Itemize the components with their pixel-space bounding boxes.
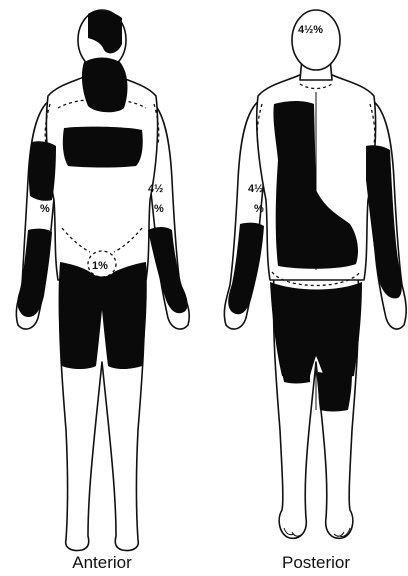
posterior-view-label: Posterior (282, 553, 350, 572)
anterior-beard-burn (82, 58, 128, 113)
posterior-arm-label-line2: % (254, 203, 264, 215)
anterior-left-forearm-burn (148, 227, 188, 313)
anterior-view-label: Anterior (72, 553, 132, 572)
anterior-left-arm-label: % (40, 203, 50, 215)
posterior-head (292, 10, 340, 70)
posterior-left-leg-burn (318, 372, 352, 412)
anterior-figure (16, 10, 189, 551)
posterior-right-leg-burn (282, 372, 310, 384)
anterior-arm-label-line2: % (154, 203, 164, 215)
posterior-head-label: 4½% (298, 24, 323, 36)
posterior-back-label: % (318, 167, 328, 179)
anterior-chest-burn (63, 127, 143, 168)
anterior-arm-label-line1: 4½ (148, 183, 163, 195)
posterior-figure (224, 10, 406, 538)
genital-label: 1% (92, 260, 108, 272)
anterior-right-upperarm-burn (29, 141, 56, 201)
posterior-arm-label-line1: 4½ (248, 183, 263, 195)
